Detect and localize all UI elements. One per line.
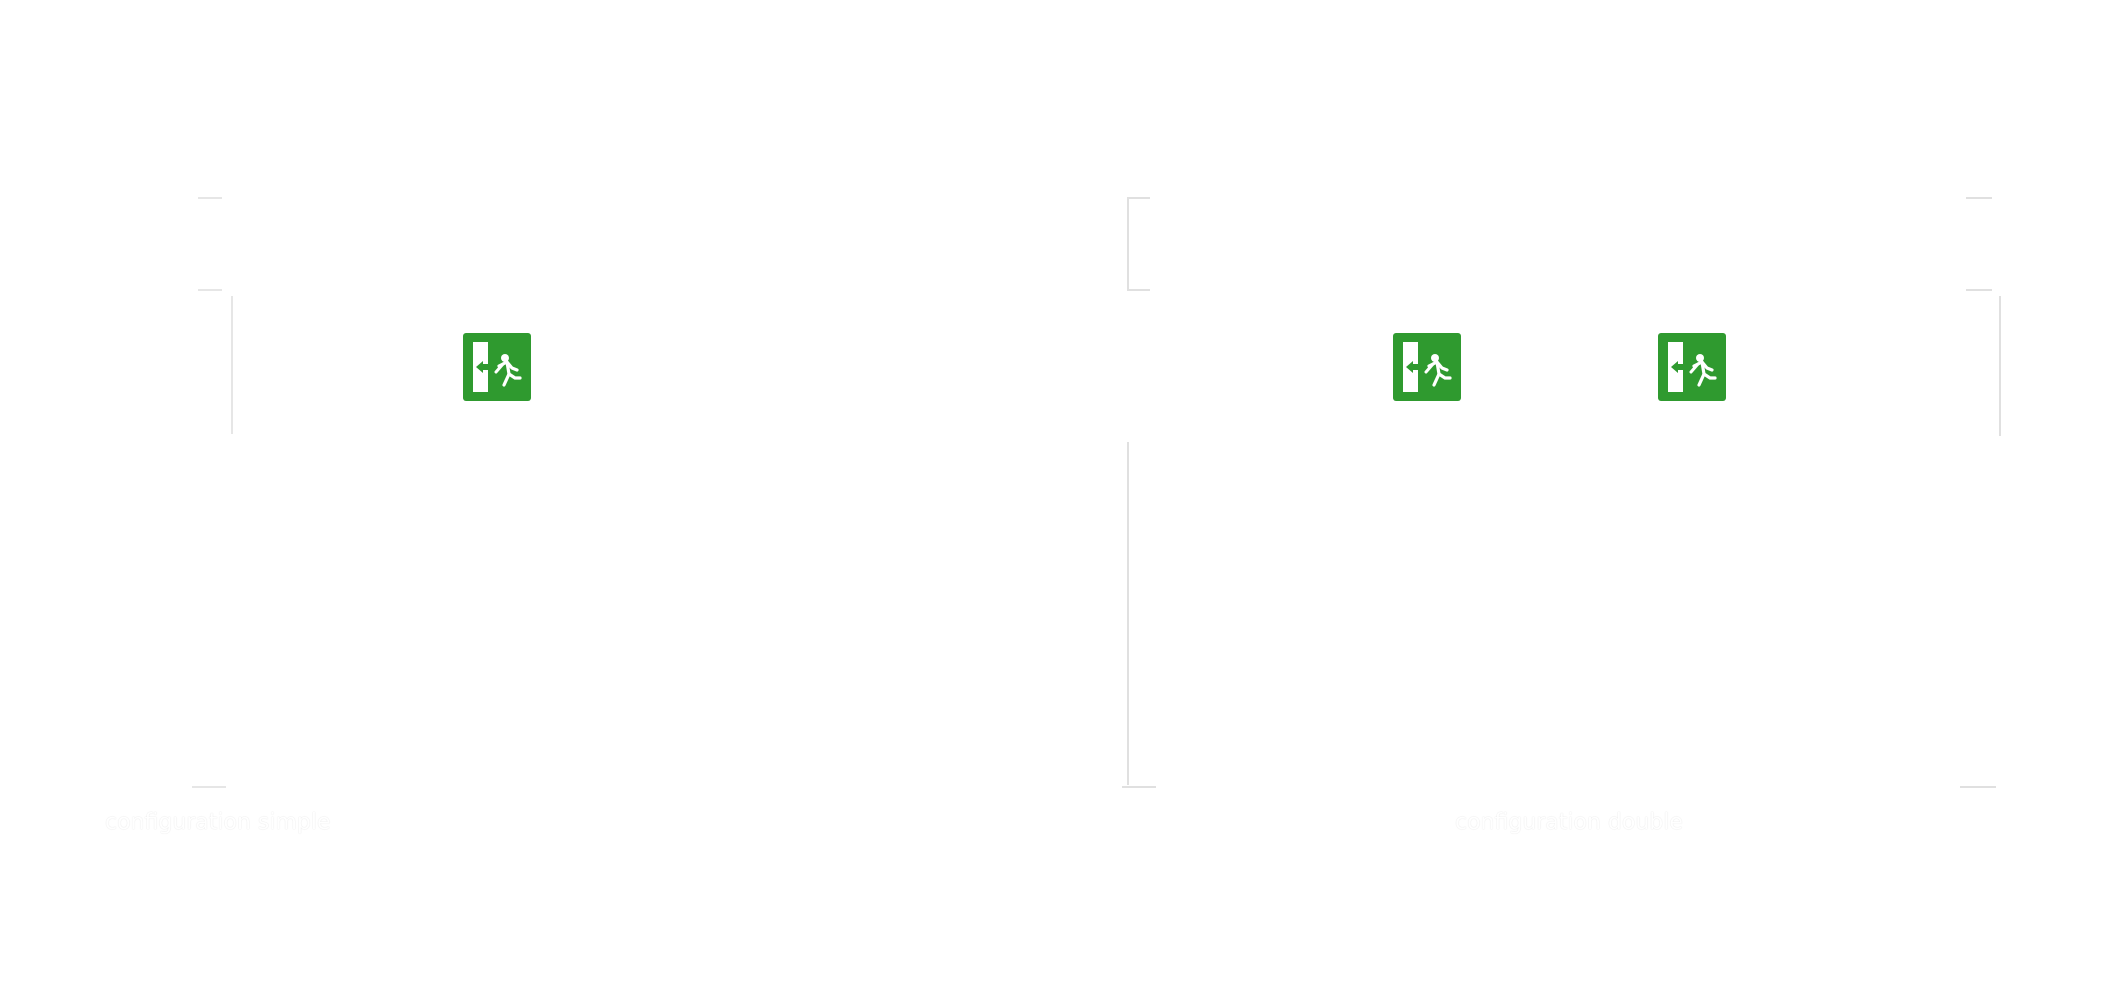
exit-sign-double-1 bbox=[1391, 331, 1463, 403]
simple-panel-frame bbox=[192, 197, 233, 788]
exit-sign-double-2 bbox=[1656, 331, 1728, 403]
double-panel-frame bbox=[1122, 197, 2001, 788]
caption-double: configuration double bbox=[1455, 810, 1683, 835]
caption-simple: configuration simple bbox=[105, 810, 331, 835]
exit-sign-simple-1 bbox=[461, 331, 533, 403]
